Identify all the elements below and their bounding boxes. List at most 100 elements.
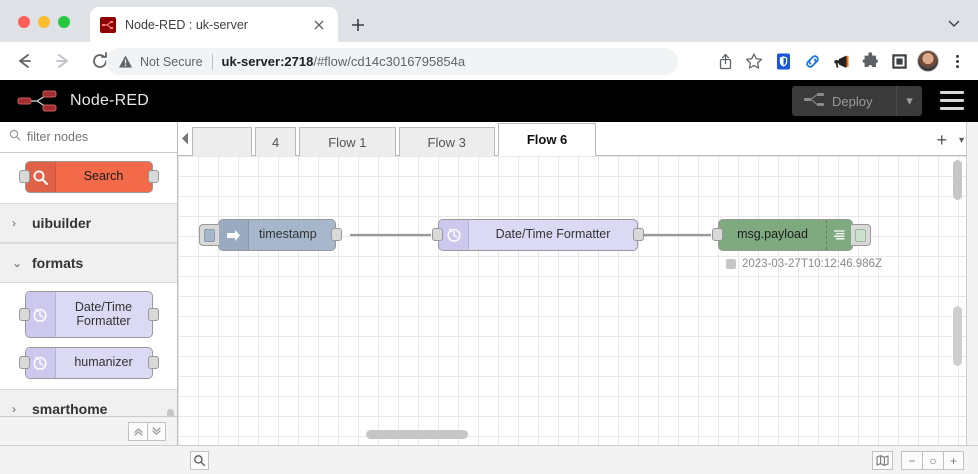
zoom-in-button[interactable]: +: [943, 451, 964, 470]
window-controls[interactable]: [18, 16, 70, 28]
url-host: uk-server:2718: [221, 54, 314, 69]
security-status-label: Not Secure: [140, 54, 203, 69]
square-extension-icon[interactable]: [886, 48, 912, 74]
node-input-port[interactable]: [18, 356, 30, 369]
debug-status-text: 2023-03-27T10:12:46.986Z: [742, 258, 883, 270]
clock-icon: [439, 220, 469, 250]
debug-node-label: msg.payload: [737, 227, 808, 242]
node-output-port[interactable]: [147, 356, 159, 369]
minimize-window-button[interactable]: [38, 16, 50, 28]
palette-group-formats: Date/Time Formatter humanizer: [0, 283, 177, 389]
back-button[interactable]: [10, 47, 38, 75]
avatar: [917, 50, 939, 72]
close-tab-icon[interactable]: [310, 16, 328, 34]
navigator-map-button[interactable]: [872, 451, 893, 470]
deploy-button[interactable]: Deploy ▾: [792, 86, 922, 116]
palette-category-uibuilder[interactable]: › uibuilder: [0, 203, 177, 243]
palette-node-search[interactable]: Search: [18, 161, 159, 193]
debug-node[interactable]: msg.payload: [712, 219, 871, 251]
close-window-button[interactable]: [18, 16, 30, 28]
node-input-port[interactable]: [712, 228, 723, 241]
node-input-port[interactable]: [18, 307, 30, 321]
datetime-formatter-node[interactable]: Date/Time Formatter: [432, 219, 644, 251]
search-icon: [25, 162, 56, 192]
clock-icon: [25, 292, 56, 337]
expand-all-button[interactable]: [147, 421, 166, 441]
tab-list-chevron-icon[interactable]: [944, 13, 964, 33]
browser-tab[interactable]: Node-RED : uk-server: [90, 7, 338, 42]
workspace-tab-4[interactable]: 4: [255, 127, 297, 156]
workspace-tab-label: Flow 3: [427, 134, 466, 150]
tab-list-menu-button[interactable]: ▾: [958, 134, 964, 146]
bookmark-star-icon[interactable]: [741, 48, 767, 74]
node-red-header: Node-RED Deploy ▾: [0, 80, 978, 122]
node-input-port[interactable]: [18, 170, 30, 183]
megaphone-extension-icon[interactable]: [828, 48, 854, 74]
workspace-tab-flow-3[interactable]: Flow 3: [398, 127, 495, 156]
canvas-vertical-scrollbar[interactable]: [953, 160, 962, 200]
new-tab-button[interactable]: [347, 14, 369, 36]
share-icon[interactable]: [712, 48, 738, 74]
clock-icon: [25, 348, 56, 378]
app-title: Node-RED: [70, 92, 149, 109]
inject-node-label: timestamp: [259, 227, 317, 242]
node-red-favicon: [100, 16, 116, 33]
workspace-tab-2[interactable]: 2: [192, 127, 252, 156]
canvas-controls: − ○ +: [872, 451, 964, 470]
filter-nodes-input[interactable]: [0, 122, 177, 153]
palette-scroll-area[interactable]: Search › uibuilder ⌄ formats: [0, 153, 177, 445]
node-output-port[interactable]: [331, 228, 342, 241]
canvas-vertical-scrollbar-secondary[interactable]: [953, 306, 962, 366]
shield-extension-icon[interactable]: [770, 48, 796, 74]
zoom-reset-button[interactable]: ○: [922, 451, 943, 470]
scroll-tabs-left-button[interactable]: [178, 121, 192, 155]
palette-category-label: uibuilder: [32, 215, 92, 231]
omnibox-divider: [211, 53, 213, 70]
palette-node-humanizer[interactable]: humanizer: [18, 347, 159, 379]
browser-menu-icon[interactable]: [944, 48, 970, 74]
workspace-tab-flow-6[interactable]: Flow 6: [497, 123, 597, 156]
url-path: /#flow/cd14c3016795854a: [313, 54, 466, 69]
flow-canvas[interactable]: timestamp Date/Time Formatter msg.payloa…: [178, 156, 966, 445]
node-output-port[interactable]: [633, 228, 644, 241]
zoom-controls: − ○ +: [901, 451, 964, 470]
browser-toolbar-icons: [712, 45, 970, 77]
filter-nodes-field[interactable]: [27, 130, 168, 144]
address-bar[interactable]: Not Secure uk-server:2718/#flow/cd14c301…: [106, 48, 678, 75]
forward-button[interactable]: [48, 47, 76, 75]
workspace-tab-flow-1[interactable]: Flow 1: [299, 127, 396, 156]
palette-group-search: Search: [0, 153, 177, 203]
link-extension-icon[interactable]: [799, 48, 825, 74]
palette-node-label: humanizer: [74, 355, 133, 370]
node-input-port[interactable]: [432, 228, 443, 241]
debug-list-icon: [826, 220, 852, 250]
workspace-tab-bar: 2 4 Flow 1 Flow 3 Flow 6 + ▾: [178, 122, 978, 156]
canvas-horizontal-scrollbar[interactable]: [366, 430, 468, 439]
palette-category-label: smarthome: [32, 401, 108, 417]
node-output-port[interactable]: [147, 307, 159, 321]
inject-trigger-button[interactable]: [199, 224, 219, 246]
profile-avatar[interactable]: [915, 48, 941, 74]
palette-footer: [0, 416, 177, 445]
debug-enable-toggle[interactable]: [851, 224, 871, 246]
palette-node-label: Date/Time Formatter: [74, 300, 133, 328]
chevron-down-icon: ⌄: [12, 256, 23, 270]
address-bar-url: uk-server:2718/#flow/cd14c3016795854a: [222, 54, 466, 69]
zoom-out-button[interactable]: −: [901, 451, 922, 470]
puzzle-extensions-icon[interactable]: [857, 48, 883, 74]
deploy-dropdown-caret-icon[interactable]: ▾: [896, 86, 922, 116]
chevron-right-icon: ›: [12, 216, 16, 230]
inject-node[interactable]: timestamp: [199, 219, 342, 251]
main-menu-icon[interactable]: [940, 91, 964, 110]
not-secure-warning-icon: [118, 54, 133, 69]
deploy-label: Deploy: [832, 93, 873, 109]
node-output-port[interactable]: [147, 170, 159, 183]
add-flow-button[interactable]: +: [936, 130, 947, 150]
palette-node-datetime-formatter[interactable]: Date/Time Formatter: [18, 291, 159, 338]
workspace-tab-label: Flow 1: [328, 134, 367, 150]
collapse-all-button[interactable]: [128, 421, 147, 441]
maximize-window-button[interactable]: [58, 16, 70, 28]
browser-titlebar: Node-RED : uk-server: [0, 0, 978, 42]
palette-category-formats[interactable]: ⌄ formats: [0, 243, 177, 283]
search-flows-button[interactable]: [190, 451, 209, 470]
